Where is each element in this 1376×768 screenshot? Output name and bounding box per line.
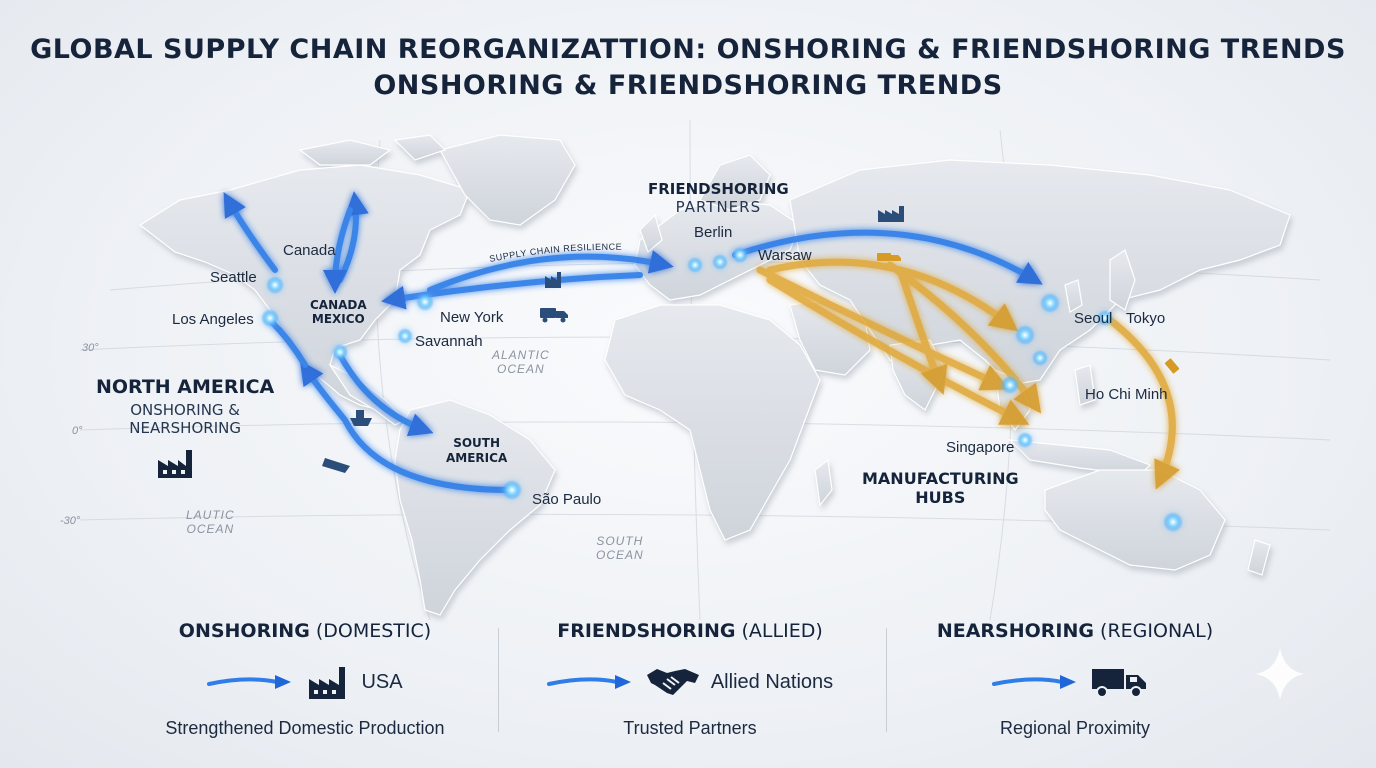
legend-heading: ONSHORING (DOMESTIC) [178,620,432,642]
region-friendshoring: FRIENDSHORING PARTNERS [648,180,789,216]
land-south-america [394,399,556,616]
legend-friendshoring: FRIENDSHORING (ALLIED) Allied Nations Tr… [535,620,845,739]
latitude-n30: 30° [82,342,99,354]
city-label-singapore: Singapore [946,439,1015,456]
truck-icon [540,308,568,323]
city-label-berlin: Berlin [694,224,733,241]
blue-route-us-south-america [337,352,434,437]
page-title: GLOBAL SUPPLY CHAIN REORGANIZATTION: ONS… [30,34,1346,65]
gold-routes [756,258,1180,490]
city-label-los-angeles: Los Angeles [172,311,254,328]
legend-item-label: Allied Nations [710,670,834,693]
legend-heading: NEARSHORING (REGIONAL) [936,620,1214,642]
region-manufacturing-hubs: MANUFACTURING HUBS [862,469,1019,507]
gold-route-4 [886,261,1042,414]
gold-route-6 [1106,316,1180,490]
city-label-sao-paulo: São Paulo [532,491,602,508]
handshake-icon [646,669,699,695]
blue-route-europe-asia [732,229,1043,285]
city-label-canada: Canada [283,242,336,259]
factory-icon [878,206,904,222]
city-label-warsaw: Warsaw [758,247,812,264]
land-africa [604,304,821,541]
sparkle-icon [1256,648,1304,700]
gold-route-3 [766,276,1030,425]
city-label-seoul: Seoul [1074,310,1113,327]
arrow-right-icon [992,675,1076,689]
legend-heading: FRIENDSHORING (ALLIED) [557,620,823,642]
factory-icon [158,450,192,478]
legend-nearshoring: NEARSHORING (REGIONAL) Regional Proximit… [925,620,1225,739]
hub-nodes [261,247,1183,532]
legend-description: Trusted Partners [623,718,757,738]
legend-onshoring: ONSHORING (DOMESTIC) USA Strengthened Do… [150,620,460,739]
truck-icon [877,253,901,261]
blue-route-canada-west [223,192,278,273]
gold-route-2 [756,266,1010,391]
land-australia [1044,469,1226,571]
blue-route-south-america-us [299,360,513,493]
city-label-ho-chi-minh: Ho Chi Minh [1085,386,1168,403]
land-north-america [138,164,471,411]
city-label-seattle: Seattle [210,269,257,286]
city-label-tokyo: Tokyo [1126,310,1166,327]
legend-divider [498,628,499,732]
legend-description: Regional Proximity [999,718,1151,738]
truck-icon [1164,358,1180,374]
latitude-eq: 0° [72,425,83,437]
land-greenland [439,134,576,226]
blue-route-transatlantic-east [427,250,674,293]
city-label-savannah: Savannah [415,333,483,350]
city-label-new-york: New York [440,309,504,326]
land-japan [1109,249,1136,311]
factory-icon [545,272,561,288]
blue-route-canada-south [323,207,353,294]
arrow-right-icon [546,675,631,689]
page-subtitle: ONSHORING & FRIENDSHORING TRENDS [373,70,1003,101]
factory-icon [309,667,346,699]
legend-description: Strengthened Domestic Production [165,718,445,738]
ship-icon [322,458,350,473]
region-north-america: NORTH AMERICA ONSHORING & NEARSHORING [96,376,275,437]
arrow-right-icon [207,675,292,689]
gold-route-5 [896,266,948,395]
blue-routes [223,191,1043,493]
legend-divider [886,628,887,732]
ship-icon [350,410,372,426]
legend-item-label: USA [361,670,403,693]
truck-icon [1092,669,1146,698]
latitude-s30: -30° [60,515,81,527]
